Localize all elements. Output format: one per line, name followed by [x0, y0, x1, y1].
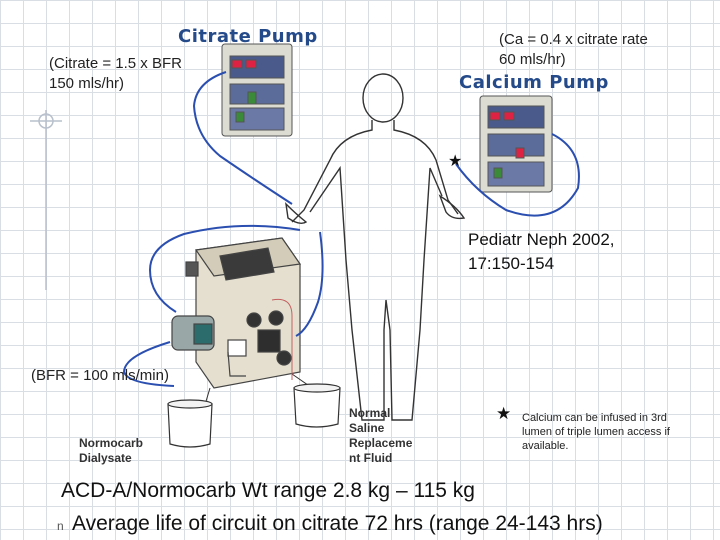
infusion-site-star: ★ [448, 151, 463, 170]
citrate-rate-note: (Citrate = 1.5 x BFR 150 mls/hr) [49, 55, 182, 92]
calcium-rate-note: (Ca = 0.4 x citrate rate 60 mls/hr) [499, 31, 648, 68]
calcium-infusion-footnote: Calcium can be infused in 3rd lumen of t… [522, 412, 670, 452]
circuit-life-text: Average life of circuit on citrate 72 hr… [72, 512, 603, 535]
calcium-pump-title: Calcium Pump [459, 72, 609, 93]
journal-reference: Pediatr Neph 2002, 17:150-154 [468, 230, 615, 273]
dialysate-label: Normocarb Dialysate [79, 436, 144, 465]
blood-flow-rate-note: (BFR = 100 mls/min) [31, 367, 169, 384]
replacement-fluid-label: Normal Saline Replaceme nt Fluid [349, 406, 413, 465]
dialysis-machine-illustration [171, 237, 302, 389]
bullet-marker: n [57, 519, 64, 533]
dialysate-bag-illustration [167, 399, 213, 448]
weight-range-text: ACD-A/Normocarb Wt range 2.8 kg – 115 kg [61, 479, 475, 502]
footnote-star: ★ [496, 404, 512, 424]
replacement-fluid-bag-illustration [293, 383, 341, 428]
patient-body-illustration [285, 73, 466, 421]
citrate-pump-illustration [221, 43, 293, 137]
citrate-pump-title: Citrate Pump [178, 26, 318, 47]
blood-tubing-lines [122, 71, 580, 387]
calcium-pump-illustration [479, 95, 553, 193]
